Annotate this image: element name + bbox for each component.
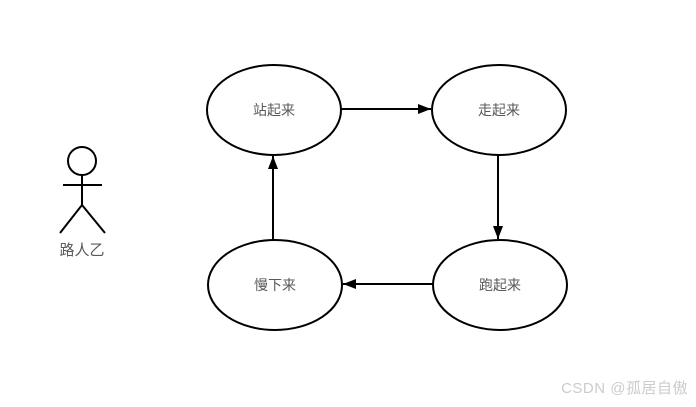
watermark: CSDN @孤居自傲 (561, 380, 688, 397)
actor-right-leg-line (81, 204, 106, 234)
state-label-walk: 走起来 (478, 102, 520, 118)
state-node-slow: 慢下来 (207, 239, 343, 331)
actor-head-icon (67, 146, 97, 176)
state-label-run: 跑起来 (479, 277, 521, 293)
actor-label: 路人乙 (59, 242, 104, 259)
actor-left-leg-line (59, 204, 83, 234)
state-node-stand: 站起来 (206, 64, 342, 156)
actor-figure: 路人乙 (59, 146, 106, 259)
state-label-stand: 站起来 (253, 102, 295, 118)
state-node-walk: 走起来 (431, 64, 567, 156)
state-label-slow: 慢下来 (254, 277, 296, 293)
state-node-run: 跑起来 (432, 239, 568, 331)
state-ellipse-slow (207, 239, 343, 331)
